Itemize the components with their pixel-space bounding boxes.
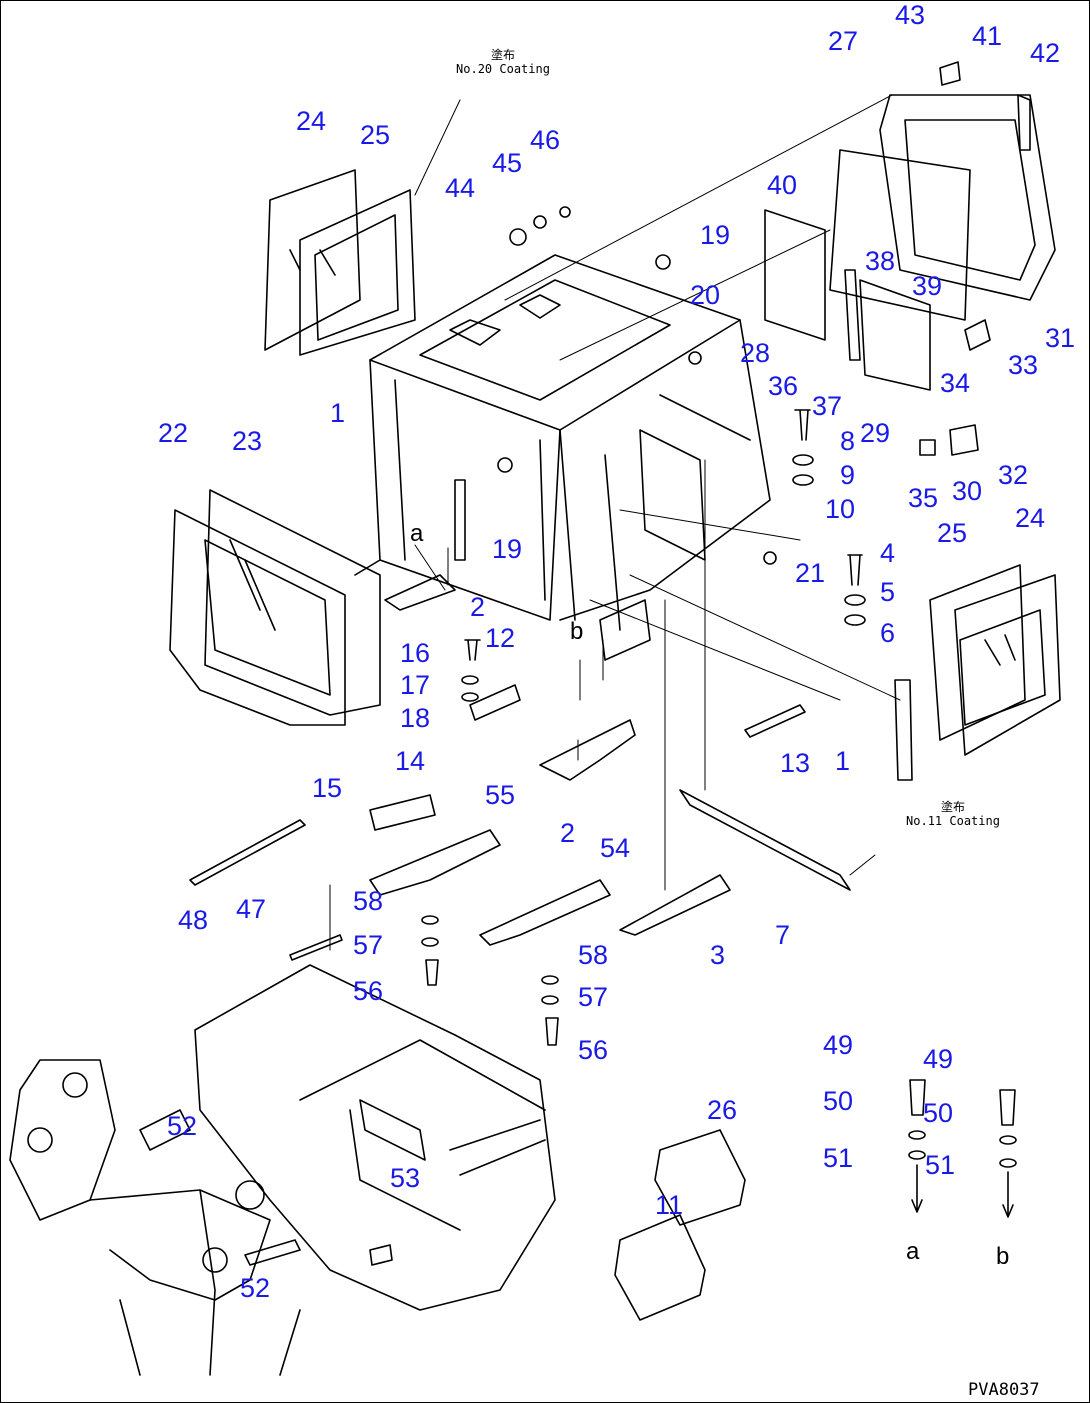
callout-label: 23 [232, 426, 263, 456]
right-window-glass [929, 564, 1061, 756]
callout-label: 54 [600, 833, 631, 863]
callout-label: 4 [880, 538, 896, 568]
callout-label: 1 [835, 746, 851, 776]
callout-label: 50 [823, 1086, 854, 1116]
figure-code: PVA8037 [968, 1380, 1040, 1400]
callout-label: 19 [492, 534, 523, 564]
leader-lines [329, 94, 901, 951]
callout-label: 49 [923, 1044, 954, 1074]
rails-and-brackets [189, 479, 913, 961]
callout-label: 1 [330, 398, 346, 428]
cab-frame [354, 254, 771, 661]
callout-label: 5 [880, 577, 896, 607]
callout-label: 36 [768, 371, 799, 401]
callout-label: 27 [828, 26, 859, 56]
callout-label: 18 [400, 703, 431, 733]
callout-label: 53 [390, 1163, 421, 1193]
coating-note-lower-kanji: 塗布 [940, 800, 965, 814]
callout-label: 25 [360, 120, 391, 150]
coating-note-upper-text: No.20 Coating [456, 62, 550, 77]
callout-label: 25 [937, 518, 968, 548]
callout-label: 34 [940, 368, 971, 398]
callout-label: 9 [840, 460, 856, 490]
callout-label: 32 [998, 460, 1029, 490]
callout-label: 58 [578, 940, 609, 970]
callout-label: 12 [485, 623, 516, 653]
callout-label: 56 [578, 1035, 609, 1065]
fasteners [421, 206, 1017, 1218]
callout-label: 40 [767, 170, 798, 200]
left-window-glass [169, 489, 381, 726]
rear-window-upper-left [264, 169, 416, 356]
callout-label: 16 [400, 638, 431, 668]
section-marker-b-bottom: b [996, 1243, 1010, 1270]
callout-label: 45 [492, 148, 523, 178]
door-frame-right [764, 61, 1056, 391]
callout-label: 13 [780, 748, 811, 778]
callout-label: 42 [1030, 38, 1061, 68]
callout-label: 56 [353, 976, 384, 1006]
callout-label: 47 [236, 894, 267, 924]
callout-label: 17 [400, 670, 431, 700]
callout-label: 37 [812, 391, 843, 421]
callout-label: 19 [700, 220, 731, 250]
callout-label: 57 [578, 982, 609, 1012]
callout-label: 28 [740, 338, 771, 368]
callout-label: 51 [823, 1143, 854, 1173]
callout-label: 2 [470, 592, 486, 622]
callout-label: 50 [923, 1098, 954, 1128]
section-marker-b: b [570, 618, 584, 645]
callout-label: 29 [860, 418, 891, 448]
coating-note-lower: 塗布 No.11 Coating [868, 800, 1038, 829]
callout-label: 7 [775, 920, 791, 950]
callout-label: 52 [240, 1273, 271, 1303]
callout-label: 10 [825, 494, 856, 524]
callout-label: 24 [296, 106, 327, 136]
callout-label: 41 [972, 21, 1003, 51]
callout-label: 58 [353, 886, 384, 916]
callout-label: 30 [952, 476, 983, 506]
callout-label: 55 [485, 780, 516, 810]
callout-label: 39 [912, 271, 943, 301]
callout-label: 33 [1008, 350, 1039, 380]
switch-units [614, 1129, 746, 1321]
callout-label: 52 [167, 1111, 198, 1141]
callout-label: 44 [445, 173, 476, 203]
callout-label: 35 [908, 483, 939, 513]
callout-label: 57 [353, 930, 384, 960]
callout-label: 11 [655, 1190, 684, 1220]
section-marker-a: a [410, 520, 424, 547]
callout-label: 2 [560, 818, 576, 848]
coating-note-upper-kanji: 塗布 [490, 48, 515, 62]
callout-label: 24 [1015, 503, 1046, 533]
callout-label: 14 [395, 746, 426, 776]
callout-label: 43 [895, 0, 926, 30]
callout-label: 15 [312, 773, 343, 803]
callout-label: 31 [1045, 323, 1076, 353]
machine-deck [9, 964, 556, 1376]
callout-label: 48 [178, 905, 209, 935]
callout-label: 20 [690, 280, 721, 310]
callout-label: 38 [865, 246, 896, 276]
coating-note-upper: 塗布 No.20 Coating [418, 48, 588, 77]
callout-label: 3 [710, 940, 726, 970]
callout-label: 6 [880, 618, 896, 648]
callout-label: 22 [158, 418, 189, 448]
callout-label: 8 [840, 426, 856, 456]
coating-note-lower-text: No.11 Coating [906, 814, 1000, 829]
callout-label: 26 [707, 1095, 738, 1125]
section-marker-a-bottom: a [906, 1238, 920, 1265]
callout-label: 51 [925, 1150, 956, 1180]
callout-label: 21 [795, 558, 826, 588]
callout-label: 46 [530, 125, 561, 155]
callout-label: 49 [823, 1030, 854, 1060]
